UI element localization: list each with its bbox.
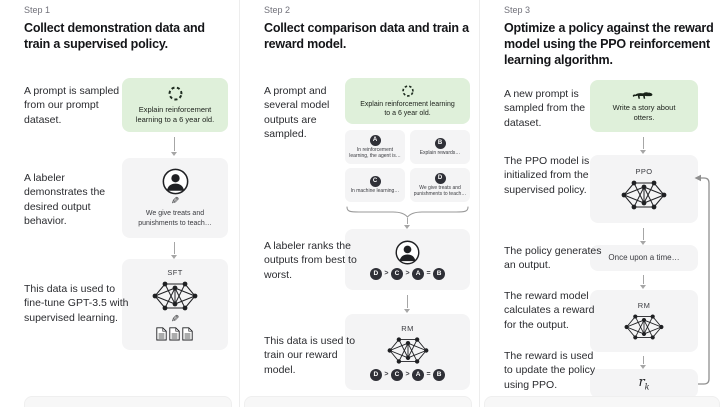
step-3-caption-init: The PPO model is initialized from the su… bbox=[504, 155, 590, 196]
step-3-heading: Optimize a policy against the reward mod… bbox=[504, 21, 714, 67]
flow-arrow bbox=[639, 228, 647, 245]
output-text: We give treats and punishments to teach… bbox=[413, 184, 467, 197]
output-text: In reinforcement learning, the agent is… bbox=[349, 146, 401, 159]
dashed-circle-icon bbox=[168, 86, 182, 101]
rank-item: B bbox=[433, 267, 446, 280]
output-card-b: B Explain rewards… bbox=[410, 130, 470, 164]
step-2-caption-prompt: A prompt and several model outputs are s… bbox=[264, 85, 330, 141]
step-1-label: Step 1 bbox=[24, 5, 51, 15]
step-3-ppo-box: PPO bbox=[590, 155, 698, 223]
flow-arrow bbox=[403, 295, 411, 313]
ppo-label: PPO bbox=[635, 166, 653, 176]
network-icon bbox=[624, 313, 664, 340]
step-3-rm-box: RM bbox=[590, 290, 698, 352]
step-2-labeler-box: D > C > A = B bbox=[345, 229, 470, 290]
rank-item: C bbox=[390, 267, 403, 280]
rank-separator: > bbox=[405, 270, 410, 277]
rank-item: A bbox=[412, 267, 425, 280]
labeler-note: We give treats and punishments to teach… bbox=[138, 210, 212, 227]
model-outputs-grid: A In reinforcement learning, the agent i… bbox=[345, 130, 470, 202]
flow-arrow bbox=[639, 137, 647, 154]
step-1-labeler-box: ✎ We give treats and punishments to teac… bbox=[122, 158, 228, 238]
step-3-prompt-box: Write a story about otters. bbox=[590, 80, 698, 132]
step-3-output-box: Once upon a time… bbox=[590, 245, 698, 271]
letter-badge: D bbox=[434, 172, 446, 184]
brace-icon bbox=[346, 206, 469, 218]
rank-item: D bbox=[369, 267, 382, 280]
bottom-card-edge bbox=[244, 396, 472, 407]
rank-separator: = bbox=[426, 270, 431, 277]
letter-badge: A bbox=[369, 134, 381, 146]
prompt-text: Explain reinforcement learning to a 6 ye… bbox=[135, 105, 215, 124]
network-icon bbox=[621, 180, 667, 209]
step-3-column: Step 3 Optimize a policy against the rew… bbox=[480, 0, 720, 407]
pen-icon: ✎ bbox=[170, 196, 180, 208]
otter-icon bbox=[632, 92, 653, 100]
letter-badge: C bbox=[369, 175, 381, 187]
prompt-text: Explain reinforcement learning to a 6 ye… bbox=[360, 100, 455, 117]
step-2-rm-box: RM D > C bbox=[345, 314, 470, 390]
documents-icon bbox=[155, 327, 193, 341]
step-1-column: Step 1 Collect demonstration data and tr… bbox=[0, 0, 240, 407]
step-2-caption-ranking: A labeler ranks the outputs from best to… bbox=[264, 240, 357, 281]
rank-separator: = bbox=[426, 371, 431, 378]
pen-icon: ✎ bbox=[170, 314, 180, 325]
flow-arrow bbox=[170, 137, 178, 156]
step-3-caption-prompt: A new prompt is sampled from the dataset… bbox=[504, 88, 586, 129]
step-3-caption-update: The reward is used to update the policy … bbox=[504, 350, 596, 391]
step-3-label: Step 3 bbox=[504, 5, 531, 15]
output-card-c: C In machine learning… bbox=[345, 168, 405, 202]
step-2-heading: Collect comparison data and train a rewa… bbox=[264, 21, 469, 51]
step-1-caption-finetune: This data is used to fine-tune GPT-3.5 w… bbox=[24, 283, 129, 324]
step-2-prompt-box: Explain reinforcement learning to a 6 ye… bbox=[345, 78, 470, 124]
output-text: Explain rewards… bbox=[419, 149, 461, 156]
ranking-row: D > C > A = B bbox=[369, 368, 446, 381]
rank-item: B bbox=[433, 368, 446, 381]
network-icon bbox=[152, 281, 198, 311]
step-2-column: Step 2 Collect comparison data and train… bbox=[240, 0, 480, 407]
step-1-heading: Collect demonstration data and train a s… bbox=[24, 21, 205, 51]
prompt-text: Write a story about otters. bbox=[612, 103, 676, 122]
column-divider bbox=[239, 0, 240, 407]
person-icon bbox=[162, 168, 188, 195]
flow-arrow bbox=[639, 356, 647, 369]
rank-item: A bbox=[412, 368, 425, 381]
rank-item: D bbox=[369, 368, 382, 381]
step-2-caption-train: This data is used to train our reward mo… bbox=[264, 335, 356, 376]
sft-label: SFT bbox=[167, 268, 183, 277]
person-icon bbox=[395, 240, 420, 264]
rank-item: C bbox=[390, 368, 403, 381]
rank-separator: > bbox=[405, 371, 410, 378]
output-text: In machine learning… bbox=[350, 187, 400, 194]
reward-value: rk bbox=[638, 375, 650, 392]
flow-arrow bbox=[170, 242, 178, 259]
step-1-caption-prompt: A prompt is sampled from our prompt data… bbox=[24, 85, 120, 126]
step-1-sft-box: SFT ✎ bbox=[122, 259, 228, 350]
step-2-label: Step 2 bbox=[264, 5, 291, 15]
output-card-d: D We give treats and punishments to teac… bbox=[410, 168, 470, 202]
rank-separator: > bbox=[384, 371, 389, 378]
letter-badge: B bbox=[434, 137, 446, 149]
flow-arrow bbox=[403, 218, 411, 229]
generated-output-text: Once upon a time… bbox=[608, 252, 680, 262]
network-icon bbox=[387, 336, 428, 364]
ranking-row: D > C > A = B bbox=[369, 267, 446, 280]
column-divider bbox=[479, 0, 480, 407]
bottom-card-edge bbox=[24, 396, 232, 407]
output-card-a: A In reinforcement learning, the agent i… bbox=[345, 130, 405, 164]
step-1-caption-labeler: A labeler demonstrates the desired outpu… bbox=[24, 172, 106, 228]
step-3-reward-box: rk bbox=[590, 369, 698, 398]
rank-separator: > bbox=[384, 270, 389, 277]
step-3-caption-output: The policy generates an output. bbox=[504, 245, 602, 272]
flow-arrow bbox=[639, 275, 647, 289]
rm-label: RM bbox=[401, 323, 414, 333]
rm-label: RM bbox=[637, 300, 651, 310]
step-1-prompt-box: Explain reinforcement learning to a 6 ye… bbox=[122, 78, 228, 132]
bottom-card-edge bbox=[484, 396, 720, 407]
dashed-circle-icon bbox=[401, 85, 414, 97]
step-3-caption-reward: The reward model calculates a reward for… bbox=[504, 290, 595, 331]
